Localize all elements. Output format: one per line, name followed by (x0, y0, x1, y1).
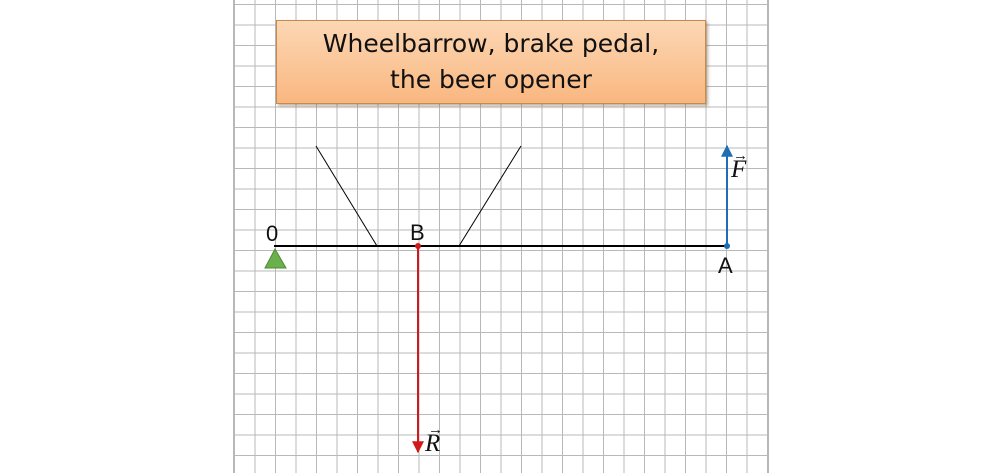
title-line-1: Wheelbarrow, brake pedal, (322, 29, 660, 58)
force-r-label: R (424, 430, 440, 457)
fulcrum-triangle (264, 247, 287, 269)
container-right-side (458, 145, 522, 247)
force-f-arrow-glyph: → (733, 148, 748, 164)
force-f-label: F (730, 156, 747, 183)
point-a-label: A (718, 253, 733, 278)
title-box: Wheelbarrow, brake pedal, the beer opene… (276, 20, 706, 104)
force-r-arrow-glyph: → (428, 422, 443, 438)
point-b-dot (415, 243, 421, 249)
point-b-label: B (410, 220, 425, 245)
point-a-dot (724, 243, 730, 249)
container-left-side (315, 145, 378, 247)
pivot-label: 0 (266, 221, 278, 246)
title-line-2: the beer opener (390, 65, 592, 94)
